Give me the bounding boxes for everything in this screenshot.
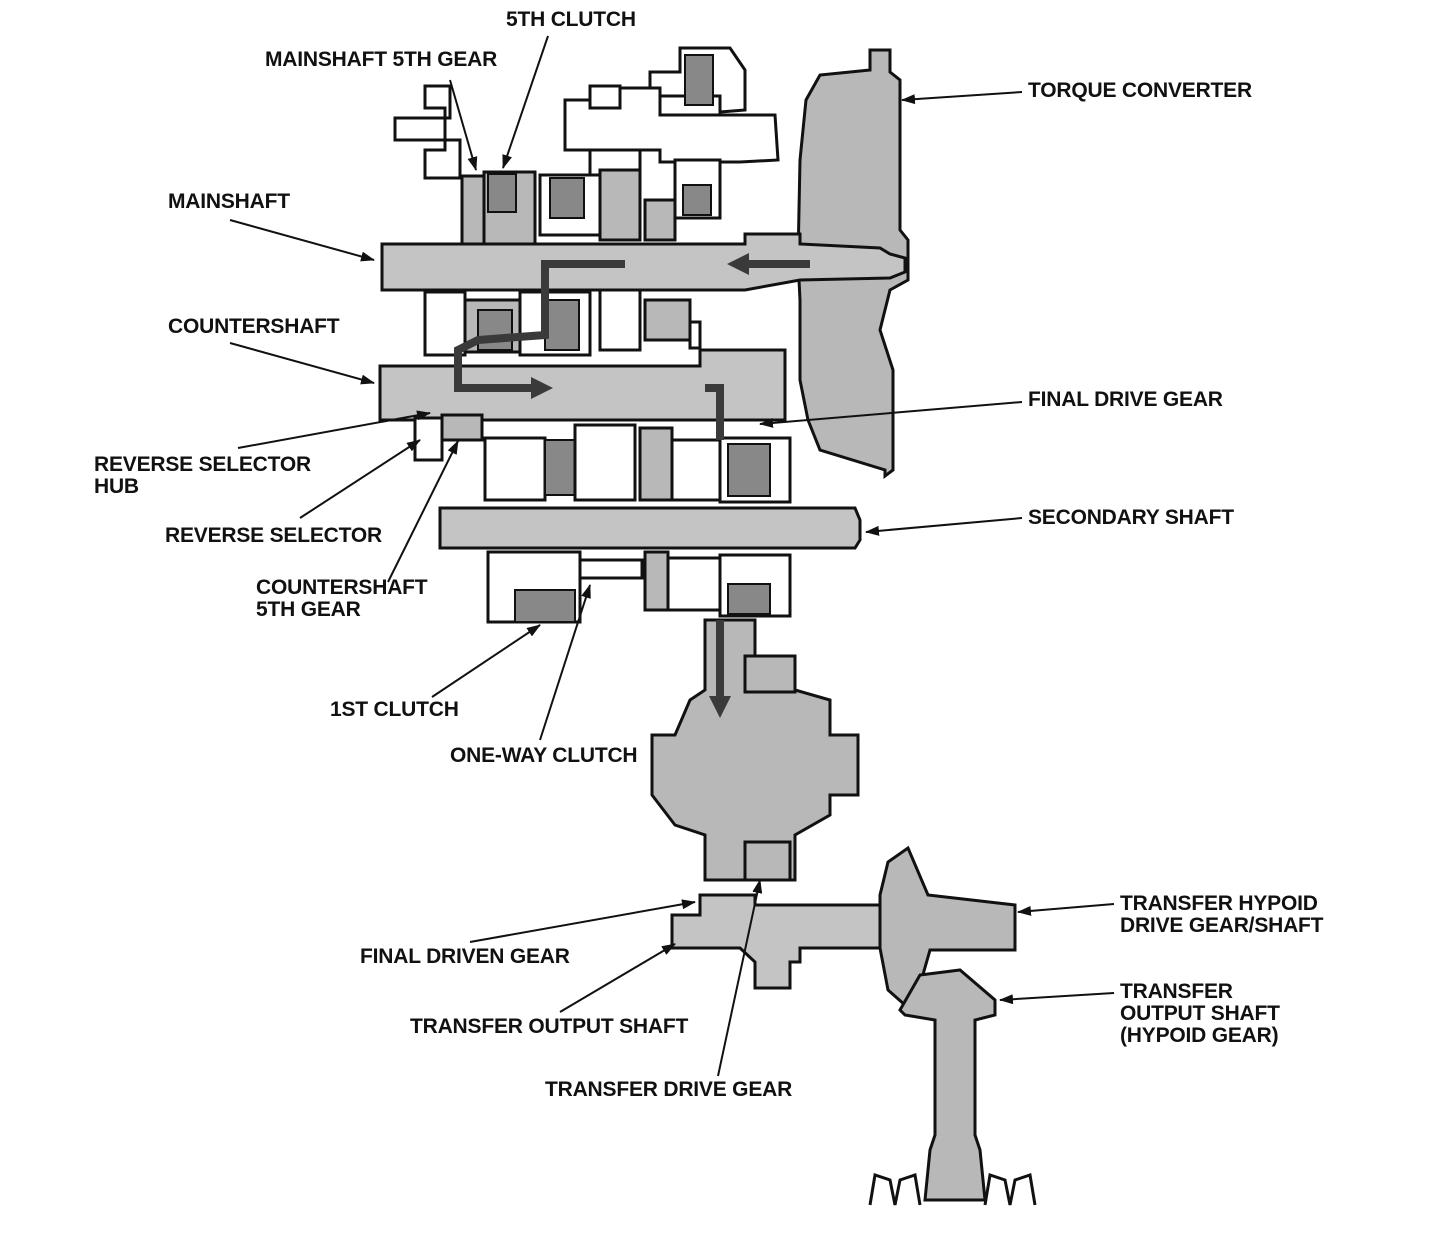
transfer-output-hypoid-gear — [868, 968, 1037, 1206]
differential — [650, 618, 860, 882]
transfer-output-shaft — [670, 893, 892, 990]
label-mainshaft-5th-gear: MAINSHAFT 5TH GEAR — [265, 48, 498, 71]
leader-lines — [229, 35, 1115, 1077]
label-secondary-shaft: SECONDARY SHAFT — [1028, 506, 1234, 529]
label-transfer-output-hypoid-line1: TRANSFER — [1120, 980, 1233, 1003]
secondary-shaft — [438, 506, 862, 550]
reverse-selector — [413, 413, 484, 462]
label-transfer-output-hypoid-line3: (HYPOID GEAR) — [1120, 1024, 1279, 1047]
idler-gear — [393, 84, 462, 180]
label-reverse-selector: REVERSE SELECTOR — [165, 524, 382, 547]
label-countershaft-5th-gear-line2: 5TH GEAR — [256, 598, 361, 621]
label-1st-clutch: 1ST CLUTCH — [330, 698, 459, 721]
label-final-driven-gear: FINAL DRIVEN GEAR — [360, 945, 570, 968]
first-clutch-assembly — [486, 550, 792, 624]
label-transfer-hypoid-line2: DRIVE GEAR/SHAFT — [1120, 914, 1324, 937]
label-mainshaft: MAINSHAFT — [168, 190, 290, 213]
label-countershaft: COUNTERSHAFT — [168, 315, 340, 338]
label-final-drive-gear: FINAL DRIVE GEAR — [1028, 388, 1223, 411]
label-reverse-selector-hub-line1: REVERSE SELECTOR — [94, 453, 311, 476]
label-torque-converter: TORQUE CONVERTER — [1028, 79, 1252, 102]
upper-clutch-pack — [538, 46, 780, 237]
label-reverse-selector-hub-line2: HUB — [94, 475, 139, 498]
transfer-hypoid-drive-gear — [878, 845, 1017, 1008]
secondary-clutch-assembly — [483, 423, 792, 504]
label-transfer-output-hypoid-line2: OUTPUT SHAFT — [1120, 1002, 1280, 1025]
countershaft — [378, 348, 787, 422]
mainshaft-5th-gear — [460, 170, 537, 246]
label-countershaft-5th-gear-line1: COUNTERSHAFT — [256, 576, 428, 599]
label-one-way-clutch: ONE-WAY CLUTCH — [450, 744, 638, 767]
power-flow-path — [454, 253, 810, 718]
label-5th-clutch: 5TH CLUTCH — [506, 8, 636, 31]
mainshaft-cluster — [598, 168, 677, 242]
label-transfer-drive-gear: TRANSFER DRIVE GEAR — [545, 1078, 793, 1101]
label-transfer-hypoid-line1: TRANSFER HYPOID — [1120, 892, 1318, 915]
mainshaft — [380, 232, 907, 292]
label-transfer-output-shaft: TRANSFER OUTPUT SHAFT — [410, 1015, 689, 1038]
